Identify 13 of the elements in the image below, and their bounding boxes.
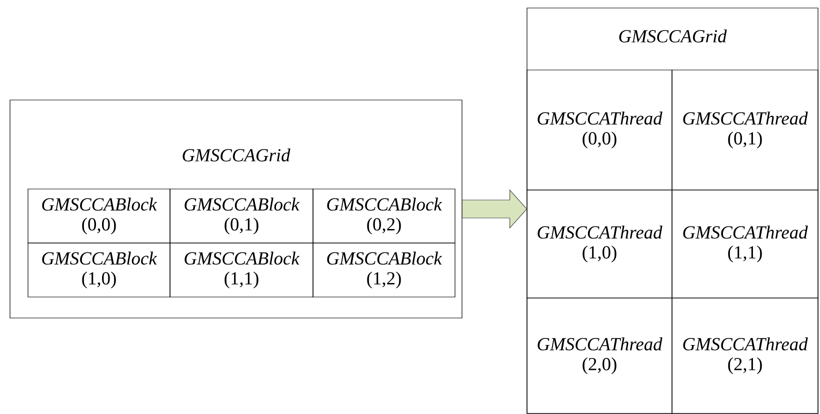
block-cell: GMSCCABlock (1,0) <box>28 242 170 298</box>
thread-cell: GMSCCAThread (1,0) <box>526 190 672 298</box>
thread-cell: GMSCCAThread (0,0) <box>526 70 672 190</box>
thread-cell: GMSCCAThread (2,0) <box>526 298 672 414</box>
block-cell: GMSCCABlock (0,1) <box>170 188 314 244</box>
thread-cell: GMSCCAThread (2,1) <box>672 298 818 414</box>
thread-cell: GMSCCAThread (1,1) <box>672 190 818 298</box>
block-arrow <box>462 189 528 229</box>
thread-cell: GMSCCAThread (0,1) <box>672 70 818 190</box>
block-cell: GMSCCABlock (0,0) <box>28 188 170 244</box>
block-cell: GMSCCABlock (0,2) <box>312 188 456 244</box>
block-cell: GMSCCABlock (1,1) <box>170 242 314 298</box>
block-cell: GMSCCABlock (1,2) <box>312 242 456 298</box>
